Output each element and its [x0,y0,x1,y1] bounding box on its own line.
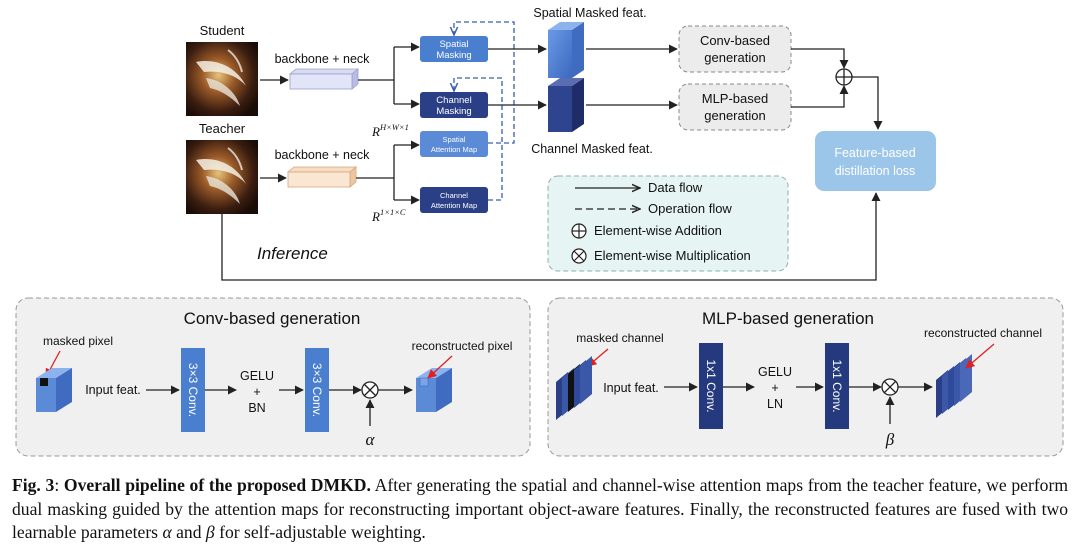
figure-caption: Fig. 3: Overall pipeline of the proposed… [12,474,1068,545]
caption-alpha: α [162,522,172,542]
conv-reconstructed-label: reconstructed pixel [412,339,513,353]
teacher-feature-bar [286,166,358,188]
conv-generation-line1: Conv-based [700,33,770,48]
conv-bn-label: BN [248,401,265,415]
conv-panel-title: Conv-based generation [184,309,361,328]
conv-generation-line2: generation [704,50,765,65]
channel-masked-feat-cube [548,78,584,132]
conv-input-cube [36,368,72,412]
caption-title: Overall pipeline of the proposed DMKD. [63,475,371,495]
conv-panel: Conv-based generation masked pixel Input… [15,297,531,457]
mlp-input-feat-label: Input feat. [603,381,659,395]
mlp-panel: MLP-based generation masked channel Inpu… [547,297,1064,457]
conv-layer-2-label: 3×3 Conv. [310,363,324,417]
spatial-attention-line2: Attention Map [431,145,477,154]
inference-label: Inference [257,244,328,263]
channel-attention-line1: Channel [440,191,468,200]
mlp-generation-line1: MLP-based [702,91,768,106]
caption-beta: β [205,522,215,542]
conv-masked-pixel-label: masked pixel [43,334,113,348]
caption-and: and [176,522,202,542]
spatial-masking-line2: Masking [436,50,471,61]
channel-masking-box: Channel Masking [420,92,488,118]
conv-generation-box: Conv-based generation [678,25,792,73]
channel-attention-line2: Attention Map [431,201,477,210]
distill-loss-line1: Feature-based [834,146,915,160]
channel-dim-label: R1×1×C [371,207,406,224]
mlp-panel-title: MLP-based generation [702,309,874,328]
conv-multiply-symbol [361,381,379,399]
spatial-attention-line1: Spatial [443,135,466,144]
spatial-attention-map-box: Spatial Attention Map [420,131,488,157]
legend-data-flow: Data flow [648,180,703,195]
legend-addition-icon [571,223,587,239]
channel-dim-sup: 1×1×C [380,207,406,217]
legend-operation-flow: Operation flow [648,201,732,216]
caption-text-1: After generating the spatial and channel… [12,475,1069,542]
mlp-beta-param: β [885,430,895,449]
teacher-label: Teacher [199,121,246,136]
student-label: Student [200,23,245,38]
mlp-generation-line2: generation [704,108,765,123]
mlp-conv-layer-1: 1x1 Conv. [699,343,723,429]
mlp-conv-layer-2: 1x1 Conv. [825,343,849,429]
distill-loss-line2: distillation loss [835,164,916,178]
channel-masking-line1: Channel [436,95,471,106]
conv-plus-label: + [253,385,260,399]
mlp-conv-layer-1-label: 1x1 Conv. [704,359,718,412]
mlp-gelu-label: GELU [758,365,792,379]
legend-multiplication: Element-wise Multiplication [594,248,751,263]
channel-masked-feat-label: Channel Masked feat. [531,142,653,156]
mlp-input-channels [556,356,592,420]
caption-fig-label: Fig. 3 [12,475,55,495]
mlp-masked-channel-label: masked channel [576,331,663,345]
mlp-ln-label: LN [767,397,783,411]
distillation-loss-box: Feature-based distillation loss [815,131,936,191]
addition-symbol [835,68,853,86]
student-image [186,42,258,116]
caption-colon: : [54,475,60,495]
teacher-backbone-label: backbone + neck [275,148,371,162]
conv-layer-2: 3×3 Conv. [305,348,329,432]
mlp-plus-label: + [771,381,778,395]
legend-addition: Element-wise Addition [594,223,722,238]
mlp-conv-layer-2-label: 1x1 Conv. [830,359,844,412]
caption-text-2: for self-adjustable weighting. [219,522,426,542]
mlp-reconstructed-label: reconstructed channel [924,326,1042,340]
spatial-masked-feat-cube [548,22,584,78]
legend: Data flow Operation flow Element-wise Ad… [547,175,789,272]
spatial-masking-box: Spatial Masking [420,36,488,62]
spatial-masking-line1: Spatial [439,39,468,50]
mlp-generation-box: MLP-based generation [678,83,792,131]
student-backbone-label: backbone + neck [275,52,371,66]
mlp-reconstructed-channels [936,354,972,418]
teacher-image [186,140,258,214]
student-feature-bar [288,68,360,90]
mlp-multiply-symbol [881,378,899,396]
spatial-dim-sup: H×W×1 [379,122,409,132]
conv-layer-1-label: 3×3 Conv. [186,363,200,417]
conv-reconstructed-cube [416,368,452,412]
spatial-masked-feat-label: Spatial Masked feat. [533,6,646,20]
legend-multiplication-icon [571,248,587,264]
spatial-dim-base: R [371,124,380,139]
conv-alpha-param: α [366,430,376,449]
channel-dim-base: R [371,209,380,224]
spatial-dim-label: RH×W×1 [371,122,409,139]
conv-gelu-label: GELU [240,369,274,383]
conv-input-feat-label: Input feat. [85,383,141,397]
channel-attention-map-box: Channel Attention Map [420,187,488,213]
channel-masking-line2: Masking [436,106,471,117]
conv-layer-1: 3×3 Conv. [181,348,205,432]
